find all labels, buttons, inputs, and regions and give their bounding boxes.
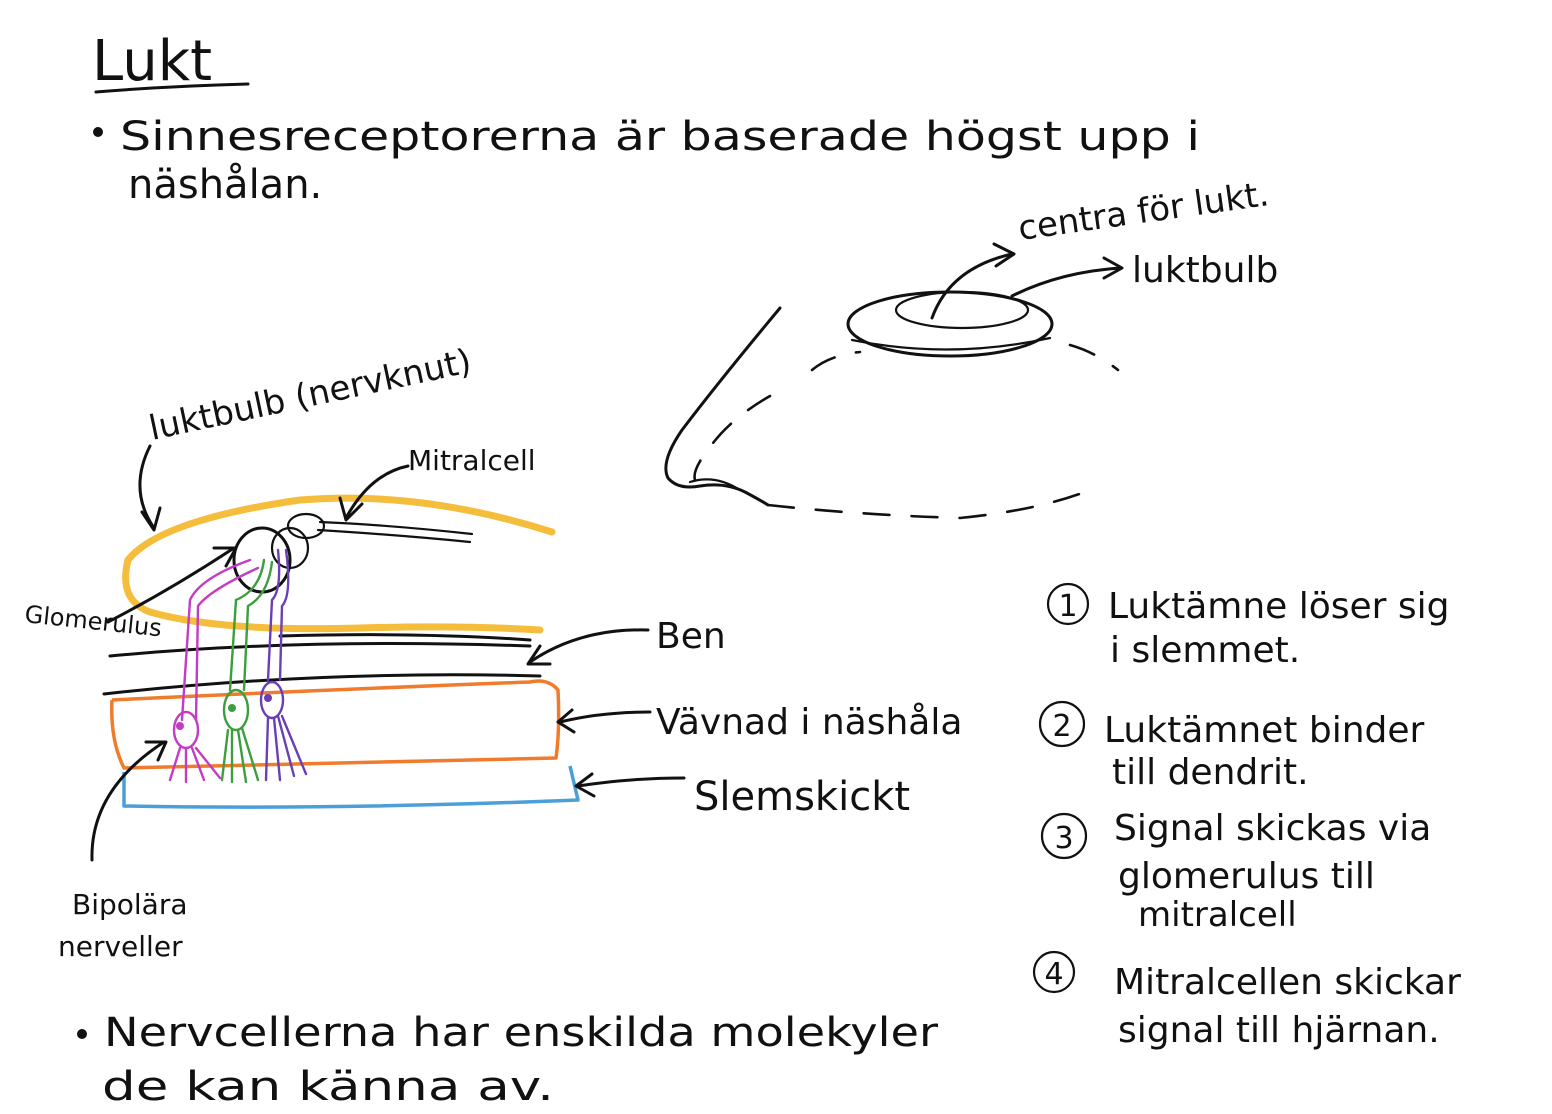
label-slemskickt: Slemskickt	[694, 774, 910, 820]
step-1-number: 1	[1058, 589, 1077, 624]
label-ben: Ben	[656, 616, 726, 657]
arrow-mitral-head	[338, 496, 364, 522]
step-2: 2 Luktämnet binder till dendrit.	[1038, 700, 1425, 793]
neuron-green	[220, 558, 274, 784]
bullet-1-line-2: näshålan.	[128, 162, 322, 208]
nose-profile	[664, 306, 782, 507]
arrow-glomerulus-head	[212, 546, 238, 568]
bullet-dot-2	[77, 1029, 87, 1039]
neuron-purple	[259, 548, 308, 782]
bullet-2-line-2: de kan känna av.	[102, 1064, 554, 1110]
step-2-line-2: till dendrit.	[1112, 752, 1309, 793]
step-3-circle	[1040, 812, 1088, 860]
bone-line-3	[102, 673, 542, 696]
bone-line-2	[278, 633, 532, 642]
step-4-circle	[1032, 950, 1076, 994]
head-sketch	[664, 242, 1124, 520]
label-bipolara-1: Bipolära	[72, 888, 188, 921]
step-4-line-2: signal till hjärnan.	[1118, 1010, 1440, 1051]
bullet-dot-1	[93, 127, 103, 137]
step-3-number: 3	[1054, 821, 1073, 856]
bone-line-1	[108, 642, 532, 658]
label-vavnad: Vävnad i näshåla	[656, 702, 962, 743]
step-4-number: 4	[1044, 957, 1063, 992]
arrow-centra-head	[992, 242, 1016, 268]
step-3-line-1: Signal skickas via	[1114, 808, 1431, 849]
arrow-bulb-head	[1102, 256, 1124, 280]
step-1-line-1: Luktämne löser sig	[1108, 586, 1450, 627]
head-outline-dashed-inner	[693, 394, 772, 482]
step-3-line-2: glomerulus till	[1118, 856, 1375, 897]
step-4: 4 Mitralcellen skickar signal till hjärn…	[1032, 950, 1461, 1051]
arrow-luktbulb-head	[140, 506, 162, 532]
mitral-cell-body	[286, 512, 326, 540]
mitral-cell-axon	[316, 520, 474, 544]
glomerulus-2	[270, 526, 310, 570]
head-outline-dashed-bottom	[766, 488, 1092, 520]
nasal-tissue	[110, 679, 561, 770]
olfactory-bulb-shape	[122, 494, 556, 634]
step-1: 1 Luktämne löser sig i slemmet.	[1046, 582, 1450, 671]
neuron-green-nucleus	[228, 704, 236, 712]
label-luktbulb-nervknut: luktbulb (nervknut)	[146, 341, 475, 448]
neuron-magenta	[168, 558, 260, 784]
arrow-mitral	[344, 464, 410, 520]
arrow-tissue	[558, 710, 652, 724]
arrow-luktbulb	[138, 444, 156, 530]
arrow-ben	[528, 628, 650, 664]
arrow-centra	[930, 252, 1014, 320]
mucus-layer	[122, 765, 580, 809]
step-3: 3 Signal skickas via glomerulus till mit…	[1040, 808, 1431, 935]
arrow-bulb	[1010, 266, 1122, 298]
step-1-line-2: i slemmet.	[1110, 630, 1300, 671]
glomerulus	[232, 526, 292, 594]
arrow-tissue-head	[556, 708, 576, 734]
cross-section	[90, 444, 686, 862]
bullet-1-line-1: Sinnesreceptorerna är baserade högst upp…	[120, 114, 1200, 160]
arrow-bipolar-head	[144, 740, 168, 762]
step-2-circle	[1038, 700, 1086, 748]
step-4-line-1: Mitralcellen skickar	[1114, 962, 1461, 1003]
label-centra: centra för lukt.	[1016, 174, 1272, 249]
brain-region-inner	[894, 290, 1030, 330]
label-bipolara-2: nerveller	[58, 930, 183, 963]
label-mitralcell: Mitralcell	[408, 444, 536, 477]
step-2-number: 2	[1052, 709, 1071, 744]
arrow-bipolar	[90, 740, 166, 862]
neuron-purple-nucleus	[264, 694, 272, 702]
step-2-line-1: Luktämnet binder	[1104, 710, 1425, 751]
arrow-glomerulus	[106, 546, 236, 624]
title-underline	[94, 82, 250, 94]
label-luktbulb-head: luktbulb	[1132, 250, 1278, 291]
brain-region-base	[850, 336, 1052, 351]
step-1-circle	[1046, 582, 1090, 626]
page-title: Lukt	[92, 29, 212, 94]
neuron-magenta-nucleus	[176, 722, 184, 730]
head-outline-dashed-top	[810, 343, 1120, 372]
arrow-ben-head	[526, 644, 552, 666]
bullet-2-line-1: Nervcellerna har enskilda molekyler	[104, 1010, 939, 1056]
arrow-mucus-head	[574, 772, 596, 798]
arrow-mucus	[576, 776, 686, 788]
step-3-line-3: mitralcell	[1138, 895, 1297, 935]
